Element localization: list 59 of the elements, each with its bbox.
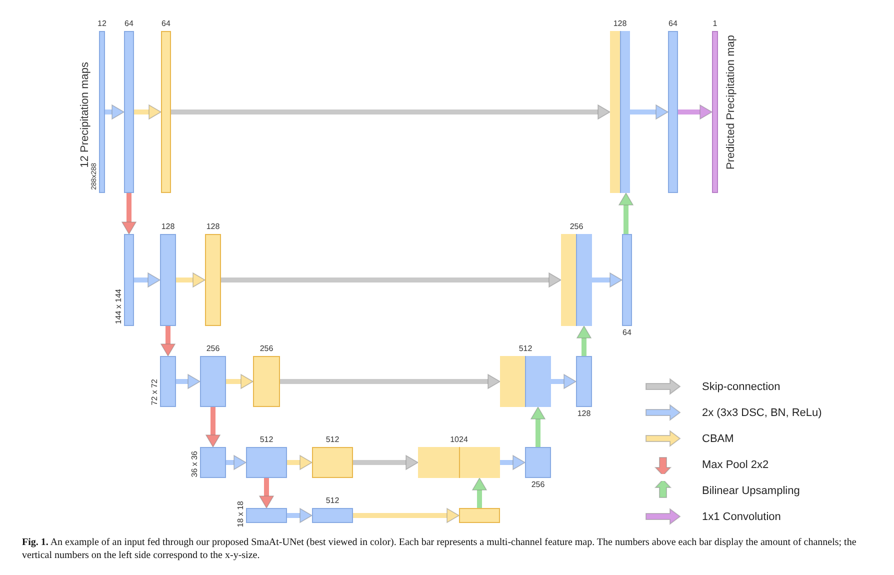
channel-count: 128 bbox=[161, 222, 175, 232]
legend-text: CBAM bbox=[702, 432, 734, 444]
channel-count: 12 bbox=[98, 19, 106, 29]
channel-count: 64 bbox=[622, 328, 632, 338]
arrow bbox=[530, 406, 546, 447]
arrow bbox=[592, 272, 622, 288]
arrow bbox=[160, 326, 176, 356]
arrow bbox=[353, 455, 418, 470]
channel-count: 1024 bbox=[450, 435, 468, 445]
figure-caption: Fig. 1. An example of an input fed through our proposed SmaAt-UNet (best viewed in color). Each bar represents a multi-channel feature map. The numbers above each bar display the amount of channels; the vertical numbers on the left side correspond to the x-y-size. bbox=[22, 536, 858, 562]
arrow bbox=[226, 455, 246, 470]
arrow bbox=[353, 508, 460, 523]
arrow bbox=[206, 407, 220, 448]
channel-count: 256 bbox=[260, 344, 274, 354]
arrow bbox=[221, 272, 562, 288]
channel-count: 1 bbox=[712, 19, 718, 29]
arrow bbox=[551, 374, 576, 389]
arrow bbox=[134, 272, 160, 288]
channel-count: 512 bbox=[518, 344, 532, 354]
channel-count: 512 bbox=[326, 435, 340, 445]
arrow bbox=[678, 104, 712, 120]
arrow bbox=[280, 374, 500, 389]
arrow bbox=[287, 455, 312, 470]
channel-count: 512 bbox=[260, 435, 274, 445]
vertical-label: 36 x 36 bbox=[191, 450, 200, 477]
legend-text: 1x1 Convolution bbox=[702, 510, 781, 522]
channel-count: 256 bbox=[570, 222, 584, 232]
channel-count: 256 bbox=[531, 480, 545, 490]
channel-count: 256 bbox=[206, 344, 220, 354]
channel-count: 64 bbox=[162, 19, 170, 29]
arrow bbox=[259, 478, 274, 508]
arrow bbox=[618, 192, 634, 234]
legend-text: Max Pool 2x2 bbox=[702, 458, 769, 470]
arrow bbox=[576, 326, 592, 356]
arrow bbox=[176, 374, 200, 389]
legend-text: Bilinear Upsampling bbox=[702, 484, 800, 496]
channel-count: 64 bbox=[124, 19, 134, 29]
vertical-label: 144 x 144 bbox=[115, 288, 124, 324]
channel-count: 512 bbox=[326, 496, 340, 506]
channel-count: 128 bbox=[206, 222, 220, 232]
vertical-label: 12 Precipitation maps bbox=[79, 62, 91, 168]
arrow bbox=[171, 104, 610, 120]
arrow bbox=[122, 193, 136, 234]
arrow bbox=[287, 508, 312, 523]
arrow bbox=[630, 104, 668, 120]
arrow bbox=[226, 374, 254, 389]
channel-count: 64 bbox=[668, 19, 678, 29]
arrow bbox=[105, 104, 124, 120]
arrow bbox=[472, 478, 487, 508]
vertical-label: Predicted Precipitation map bbox=[725, 35, 738, 170]
arrow bbox=[500, 455, 526, 470]
legend-text: 2x (3x3 DSC, BN, ReLu) bbox=[702, 406, 822, 418]
arrow bbox=[134, 104, 162, 120]
channel-count: 128 bbox=[577, 409, 591, 419]
vertical-label: 18 x 18 bbox=[237, 500, 246, 527]
legend-text: Skip-connection bbox=[702, 380, 780, 392]
channel-count: 128 bbox=[613, 19, 627, 29]
vertical-label: 72 x 72 bbox=[151, 378, 160, 405]
arrow bbox=[176, 272, 206, 288]
